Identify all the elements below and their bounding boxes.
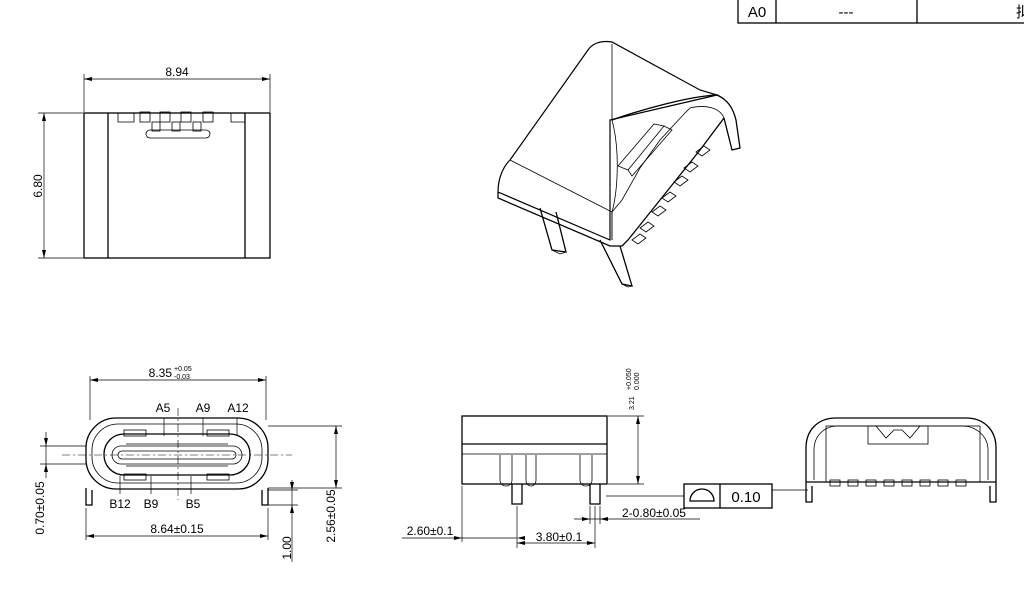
opening-width-label: 8.35 xyxy=(149,366,173,380)
profile-surface-icon xyxy=(689,488,715,502)
right-height-label: 2.56±0.05 xyxy=(324,489,338,543)
rear-pins xyxy=(829,479,967,487)
title-block: A0 --- 拟 xyxy=(737,0,1024,24)
opening-tol-lower: -0.03 xyxy=(174,374,190,381)
top-pin-pads xyxy=(139,111,214,132)
pitch-label: 3.80±0.1 xyxy=(536,530,583,544)
side-height-label: 3.21 xyxy=(629,396,636,410)
isometric-view xyxy=(497,40,741,288)
top-view: 8.94 6.80 xyxy=(31,65,271,259)
pin-width-label: 2-0.80±0.05 xyxy=(622,506,686,520)
pin-label-a12: A12 xyxy=(227,401,249,415)
body-width-label: 8.64±0.15 xyxy=(150,522,204,536)
title-block-cropped-text: 拟 xyxy=(1016,4,1024,21)
opening-tol-upper: +0.05 xyxy=(174,366,192,373)
side-view: 3.21 +0.050 0.000 2.60±0.1 3.80±0.1 2-0.… xyxy=(402,368,700,548)
pin-label-b12: B12 xyxy=(109,497,131,511)
top-width-label: 8.94 xyxy=(165,65,189,79)
pin-label-a9: A9 xyxy=(196,401,211,415)
iso-pins xyxy=(631,145,711,245)
tolerance-value: 0.10 xyxy=(731,489,760,506)
tolerance-frame: 0.10 xyxy=(606,483,808,509)
side-height-tol-lower: 0.000 xyxy=(634,372,641,390)
left-height-label: 0.70±0.05 xyxy=(33,481,47,535)
rear-view xyxy=(805,417,997,503)
side-offset-label: 2.60±0.1 xyxy=(407,524,454,538)
front-view: A5 A9 A12 B12 B9 B5 8.35 +0.05 -0.03 8.6… xyxy=(33,366,342,562)
pin-label-a5: A5 xyxy=(156,401,171,415)
pin-label-b5: B5 xyxy=(186,497,201,511)
front-contacts xyxy=(123,429,230,481)
top-height-label: 6.80 xyxy=(31,174,45,198)
side-height-tol-upper: +0.050 xyxy=(626,368,633,390)
rev-code: A0 xyxy=(748,4,766,21)
rev-description: --- xyxy=(839,4,854,21)
lead-length-label: 1.00 xyxy=(280,536,294,560)
pin-label-b9: B9 xyxy=(144,497,159,511)
top-slot xyxy=(145,129,211,139)
